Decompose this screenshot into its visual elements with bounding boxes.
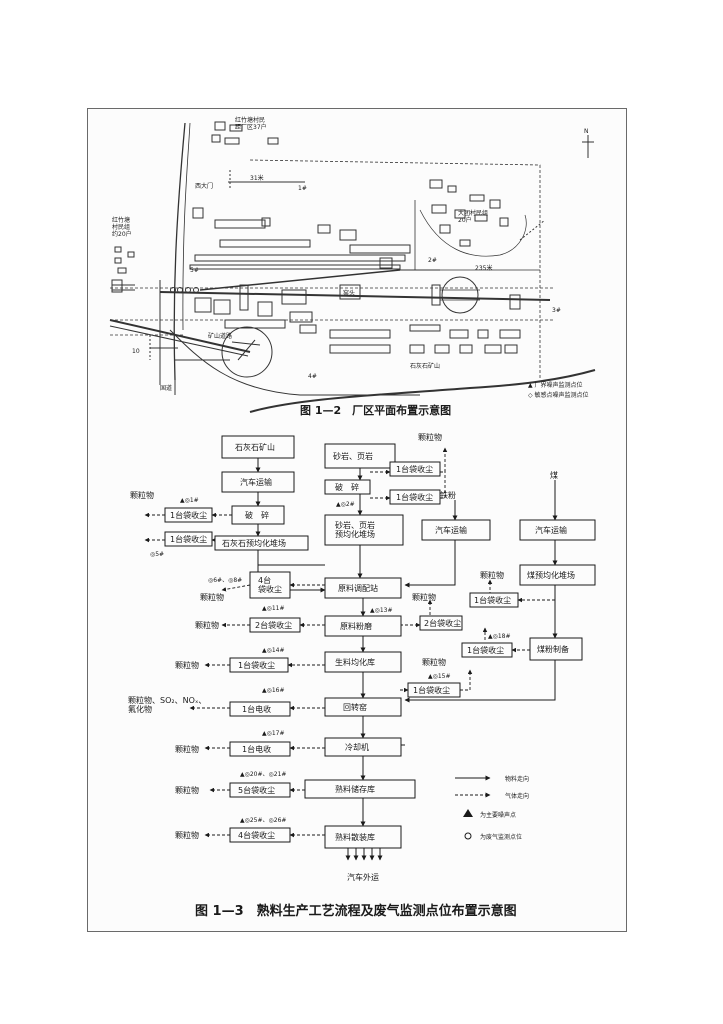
sand-yard: 砂岩、页岩预均化堆场 (335, 520, 375, 539)
point-13: ▲◎13# (370, 607, 393, 614)
point-16: ▲◎16# (262, 687, 285, 694)
point-25-26: ▲◎25#、◎26# (240, 817, 286, 824)
crusher-2: 破 碎 (335, 482, 359, 492)
fig-1-3-caption: 图 1—3 熟料生产工艺流程及废气监测点位布置示意图 (195, 903, 517, 919)
clinker-bulk: 熟料散装库 (335, 832, 375, 842)
cooler: 冷却机 (345, 742, 369, 752)
dust-crush2: 1台袋收尘 (396, 492, 433, 502)
plant-layout-plan (109, 121, 596, 413)
limestone-yard: 石灰石预均化堆场 (222, 538, 286, 548)
point-2: ▲◎2# (336, 501, 355, 508)
dust-storage: 5台袋收尘 (238, 785, 275, 795)
raw-mill: 原料粉磨 (340, 621, 372, 631)
coal-yard: 煤预均化堆场 (527, 570, 575, 580)
dust-homo-right: 1台袋收尘 (413, 685, 450, 695)
process-texts: 石灰石矿山 汽车运输 破 碎 石灰石预均化堆场 砂岩、页岩 破 碎 砂岩、页岩预… (128, 432, 575, 919)
label-road-left: 国道 (160, 384, 172, 392)
legend-noise-sensitive: ◇ 敏感点噪声监测点位 (528, 391, 589, 399)
emission-kiln: 颗粒物、SO₂、NOₓ、氟化物 (128, 695, 206, 714)
label-village-top: 红竹塘村民距厂区37户 (235, 116, 267, 131)
point-15: ▲◎15# (428, 673, 451, 680)
clinker-storage: 熟料储存库 (335, 784, 375, 794)
label-kiln: 窑头 (343, 289, 355, 297)
rotary-kiln: 回转窑 (343, 702, 367, 712)
dust-coal-2: 1台袋收尘 (467, 645, 504, 655)
legend-gas: 气体走向 (505, 792, 529, 800)
batching-station: 原料调配站 (338, 583, 378, 593)
coal-label: 煤 (550, 470, 558, 480)
label-mine-road: 矿山道路 (208, 332, 232, 340)
point-6-8: ◎6#、◎8# (208, 577, 242, 584)
dust-dispatch: 4台袋收尘 (238, 830, 275, 840)
label-dist-left: 10 (132, 348, 140, 355)
esp-cooler: 1台电收 (242, 744, 271, 754)
coal-mill: 煤粉制备 (537, 644, 569, 654)
legend-noise-boundary: ▲ 厂界噪声监测点位 (528, 381, 583, 389)
truck-out: 汽车外运 (347, 872, 379, 882)
dust-lime: 1台袋收尘 (170, 534, 207, 544)
emission-batch: 颗粒物 (200, 592, 224, 602)
emission-dispatch: 颗粒物 (175, 830, 199, 840)
noise-point-4: 4# (308, 373, 317, 380)
dust-homo: 1台袋收尘 (238, 660, 275, 670)
raw-meal-homogenizing: 生料均化库 (335, 657, 375, 667)
point-18: ▲◎18# (488, 633, 511, 640)
noise-point-5: 5# (190, 267, 199, 274)
noise-point-1: 1# (298, 185, 307, 192)
limestone-mine: 石灰石矿山 (235, 442, 275, 452)
dust-batch: 4台袋收尘 (258, 575, 282, 594)
dust-mill-right: 2台袋收尘 (424, 618, 461, 628)
label-gate: 西大门 (195, 182, 213, 190)
label-road-bottom: 石灰石矿山 (410, 362, 440, 370)
emission-mill-right: 颗粒物 (412, 592, 436, 602)
esp-kiln: 1台电收 (242, 704, 271, 714)
legend-material: 物料走向 (505, 775, 529, 783)
point-17: ▲◎17# (262, 730, 285, 737)
label-dist-right: 235米 (475, 264, 492, 272)
emission-storage: 颗粒物 (175, 785, 199, 795)
process-boxes (164, 435, 596, 849)
legend-noise: 为主要噪声点 (480, 811, 516, 819)
process-gas-lines (144, 447, 555, 838)
emission-1: 颗粒物 (130, 490, 154, 500)
dust-sand: 1台袋收尘 (396, 464, 433, 474)
label-dist-top: 31米 (250, 174, 264, 182)
label-village-left: 红竹塘村民组约20户 (112, 216, 132, 238)
emission-coal: 颗粒物 (480, 570, 504, 580)
dust-crush1: 1台袋收尘 (170, 510, 207, 520)
point-5: ◎5# (150, 551, 164, 558)
truck-transport-1: 汽车运输 (240, 477, 272, 487)
noise-point-2: 2# (428, 257, 437, 264)
emission-cooler: 颗粒物 (175, 744, 199, 754)
sandstone-shale: 砂岩、页岩 (333, 451, 373, 461)
truck-iron: 汽车运输 (435, 525, 467, 535)
point-11: ▲◎11# (262, 605, 285, 612)
truck-coal: 汽车运输 (535, 525, 567, 535)
emission-top: 颗粒物 (418, 432, 442, 442)
iron-label: 铁粉 (440, 490, 456, 500)
north-label: N (584, 128, 589, 135)
noise-point-3: 3# (552, 307, 561, 314)
point-20-21: ▲◎20#、◎21# (240, 771, 286, 778)
dust-coal-1: 1台袋收尘 (474, 595, 511, 605)
legend-monitor-icon (464, 832, 472, 840)
emission-homo: 颗粒物 (175, 660, 199, 670)
legend-noise-icon (463, 809, 473, 817)
point-1: ▲◎1# (180, 497, 199, 504)
fig-1-2-caption: 图 1—2 厂区平面布置示意图 (300, 403, 451, 417)
emission-mill: 颗粒物 (195, 620, 219, 630)
emission-homo-right: 颗粒物 (422, 657, 446, 667)
crusher-1: 破 碎 (245, 510, 269, 520)
process-flow-lines (255, 458, 558, 861)
point-14: ▲◎14# (262, 647, 285, 654)
legend-monitor: 为废气监测点位 (480, 833, 522, 841)
dust-mill-left: 2台袋收尘 (255, 620, 292, 630)
